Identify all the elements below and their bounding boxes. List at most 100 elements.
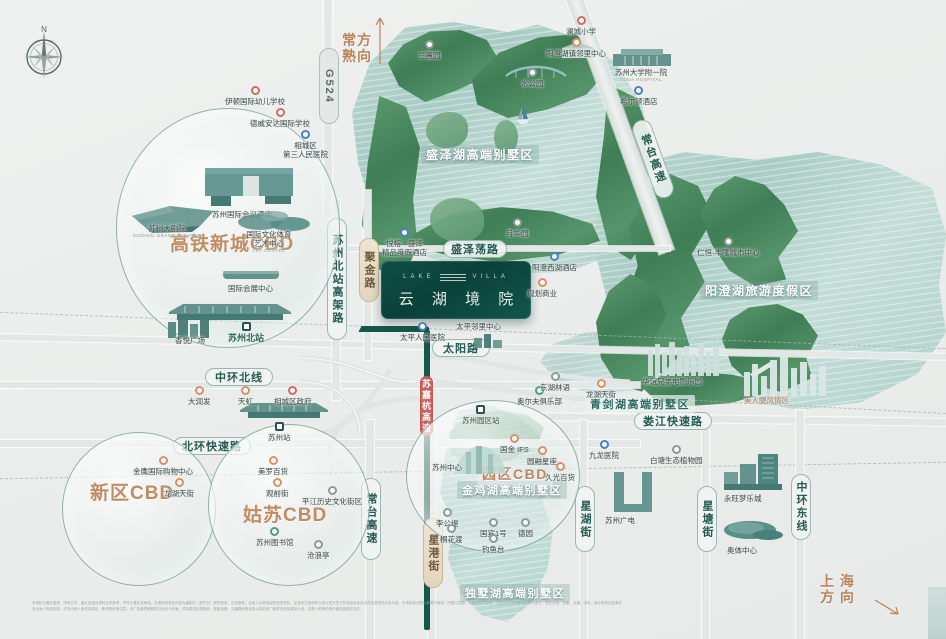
train-icon xyxy=(476,405,486,414)
olympic-sports-center-label: 奥体中心 xyxy=(727,546,757,555)
scenic-icon xyxy=(313,540,323,549)
poi-guojin-ifs[interactable]: 国金 IFS xyxy=(500,434,529,454)
poi-xiangcheng-hospital[interactable]: 相城区第三人民医院 xyxy=(283,130,328,160)
suzhou-intl-conf-hotel-label: 苏州国际会议酒店 xyxy=(212,210,272,219)
road-pill-g524[interactable]: G524 xyxy=(319,48,339,124)
poi-jiulong-hospital[interactable]: 九龙医院 xyxy=(589,440,619,460)
project-logo-divider xyxy=(440,272,467,283)
poi-canglang-pavilion[interactable]: 沧浪亭 xyxy=(307,540,330,560)
poi-yilin-kindergarten[interactable]: 伊顿国际幼儿学校 xyxy=(225,86,285,106)
poi-taiping-peoples-hospital[interactable]: 太平人民医院 xyxy=(400,322,445,342)
park-icon xyxy=(671,445,681,454)
culture-icon xyxy=(270,527,280,536)
scenic-icon xyxy=(446,524,456,533)
road-pill-xingtang-jie[interactable]: 星塘街 xyxy=(697,486,717,552)
poi-longhu-paradise-walk-xinqu[interactable]: 龙湖天街 xyxy=(164,478,194,498)
area-label-yangchenghu-resort: 阳澄湖旅游度假区 xyxy=(700,281,819,300)
hospital-icon xyxy=(418,322,427,331)
compass-north-label: N xyxy=(41,25,47,34)
poi-yueyun-garden[interactable]: 月华园 xyxy=(506,218,529,238)
suda-no1-hospital-label: 苏州大学附一院 SUDA HOSPITAL xyxy=(614,68,668,82)
poi-suzhou-library[interactable]: 苏州图书馆 xyxy=(256,527,294,547)
poi-deyuan[interactable]: 德园 xyxy=(518,518,533,538)
poi-shuigongyuan[interactable]: 水公园 xyxy=(521,68,544,88)
poi-xiangcheng-gov[interactable]: 相城区政府 xyxy=(274,386,312,406)
shop-icon xyxy=(537,278,547,287)
poi-ligongdi[interactable]: 李公堤 xyxy=(436,508,459,528)
bubble-label-gusu-cbd: 姑苏CBD xyxy=(243,505,328,526)
shop-icon xyxy=(596,379,606,388)
poi-jiuguang-department[interactable]: 久光百货 xyxy=(545,462,575,482)
park-icon xyxy=(424,40,434,49)
poi-meiluo-department-store[interactable]: 美罗百货 xyxy=(258,456,288,476)
shop-icon xyxy=(272,478,282,487)
road-pill-shengze-dang-lu[interactable]: 盛泽荡路 xyxy=(443,240,507,258)
road-pill-xinghu-jie[interactable]: 星湖街 xyxy=(575,486,595,552)
poi-hehuadu[interactable]: 桐花渡 xyxy=(440,524,463,544)
aeon-mall-glyph xyxy=(722,452,786,497)
disclaimer-text: 本资料为要约邀请，所有文字、图片及相关资料仅供参考，不作为要约或承诺。本资料所发… xyxy=(32,601,622,612)
poi-tianhong[interactable]: 天虹 xyxy=(238,386,253,406)
shop-icon xyxy=(509,434,519,443)
road-pill-loujiang-kuaisu[interactable]: 娄江快速路 xyxy=(634,412,712,430)
suzhou-station-glyph xyxy=(238,400,330,425)
poi-hilton-hotel[interactable]: 希尔顿酒店 xyxy=(620,86,658,106)
suzhou-north-station-glyph xyxy=(165,300,295,327)
shengze-inner-islet-c xyxy=(494,120,518,154)
edge-strip-decoration xyxy=(928,587,946,639)
road-pill-zhonghuan-beixian[interactable]: 中环北线 xyxy=(205,368,273,386)
poi-baitang-botanical-garden[interactable]: 白塘生态植物园 xyxy=(650,445,703,465)
hospital-icon xyxy=(301,130,310,139)
bubble-gusu-cbd[interactable] xyxy=(208,424,370,586)
project-logo-plaque[interactable]: LAKE VILLA 云 湖 境 院 xyxy=(381,261,531,319)
hotel-icon xyxy=(634,86,644,95)
poi-donghu-linjiang[interactable]: 东湖林语 xyxy=(540,372,570,392)
poi-yangchenghu-town-neighborhood[interactable]: 阳澄湖镇邻里中心 xyxy=(546,38,606,58)
gov-icon xyxy=(288,386,298,395)
poi-pingjiang-historic-block[interactable]: 平江历史文化街区 xyxy=(302,486,362,506)
poi-lanhui-garden[interactable]: 兰蕙园 xyxy=(418,40,441,60)
poi-dareunfa[interactable]: 大润发 xyxy=(188,386,211,406)
poi-guihua-shangye[interactable]: 规划商业 xyxy=(527,278,557,298)
poi-jinying-intl-mall[interactable]: 金鹰国际购物中心 xyxy=(133,456,193,476)
poi-longhu-paradise-walk-east[interactable]: 龙湖天街 xyxy=(586,379,616,399)
poi-suzhou-station[interactable]: 苏州站 xyxy=(268,422,291,442)
suzhou-intl-conf-hotel-glyph xyxy=(203,166,295,213)
direction-callout-shanghai: 上 海 方 向 xyxy=(820,573,855,605)
poi-lancheng-primary-school[interactable]: 澜城小学 xyxy=(566,16,596,36)
shop-icon xyxy=(555,462,565,471)
intl-culture-sports-art-center-label: 国际文化体育 艺术中心 ART CENTER xyxy=(246,230,292,253)
project-logo-en-right: VILLA xyxy=(472,274,509,280)
aeon-mall-label: 永旺梦乐城 xyxy=(724,494,762,503)
poi-meirentui-scenic[interactable]: 仁恒·丰隆城市中心 xyxy=(697,237,760,257)
poi-yuanrong-xingzuo[interactable]: 圆融星座 xyxy=(527,446,557,466)
project-logo-cn: 云 湖 境 院 xyxy=(398,290,521,308)
direction-shanghai-arrow-icon xyxy=(874,598,900,621)
poi-guanqian-street[interactable]: 观前街 xyxy=(266,478,289,498)
hospital-icon xyxy=(599,440,609,449)
road-pill-zhonghuan-dongxian[interactable]: 中环东线 xyxy=(791,474,811,540)
poi-yuetang-hotel[interactable]: 悦榕 · 盛泽精品度假酒店 xyxy=(382,228,427,258)
direction-shanghai-line1: 上 海 xyxy=(820,573,855,589)
poi-yangchenghu-xihu-hotel[interactable]: 阳澄西湖酒店 xyxy=(532,252,577,272)
taiping-neighborhood-center-label: 太平邻里中心 xyxy=(456,322,501,331)
poi-suzhou-yuanqu-station[interactable]: 苏州园区站 xyxy=(462,405,500,425)
road-pill-jujin-lu[interactable]: 聚金路 xyxy=(359,238,379,302)
poi-suzhou-north-station[interactable]: 苏州北站 xyxy=(228,322,264,344)
hotel-icon xyxy=(400,228,409,237)
poi-guobin-no1[interactable]: 国宾1号 xyxy=(480,518,507,538)
poi-deweyan-school[interactable]: 德威安达国际学校 xyxy=(250,108,310,128)
poi-aoerfu-club[interactable]: 奥尔夫俱乐部 xyxy=(517,386,562,406)
intl-culture-sports-art-center-glyph xyxy=(236,206,312,241)
huayi-brothers-movie-world-glyph xyxy=(740,352,832,401)
poi-diaoyutai[interactable]: 钓鱼台 xyxy=(482,534,505,554)
suzhou-center-glyph xyxy=(450,438,510,483)
olympic-sports-center-glyph xyxy=(722,518,784,549)
direction-changshu-arrow-icon xyxy=(374,16,386,71)
bubble-xinqu-cbd[interactable] xyxy=(62,432,216,586)
xiangyue-plaza-glyph xyxy=(166,316,212,343)
park-icon xyxy=(512,218,522,227)
scenic-icon xyxy=(488,534,498,543)
scenic-icon xyxy=(550,372,560,381)
